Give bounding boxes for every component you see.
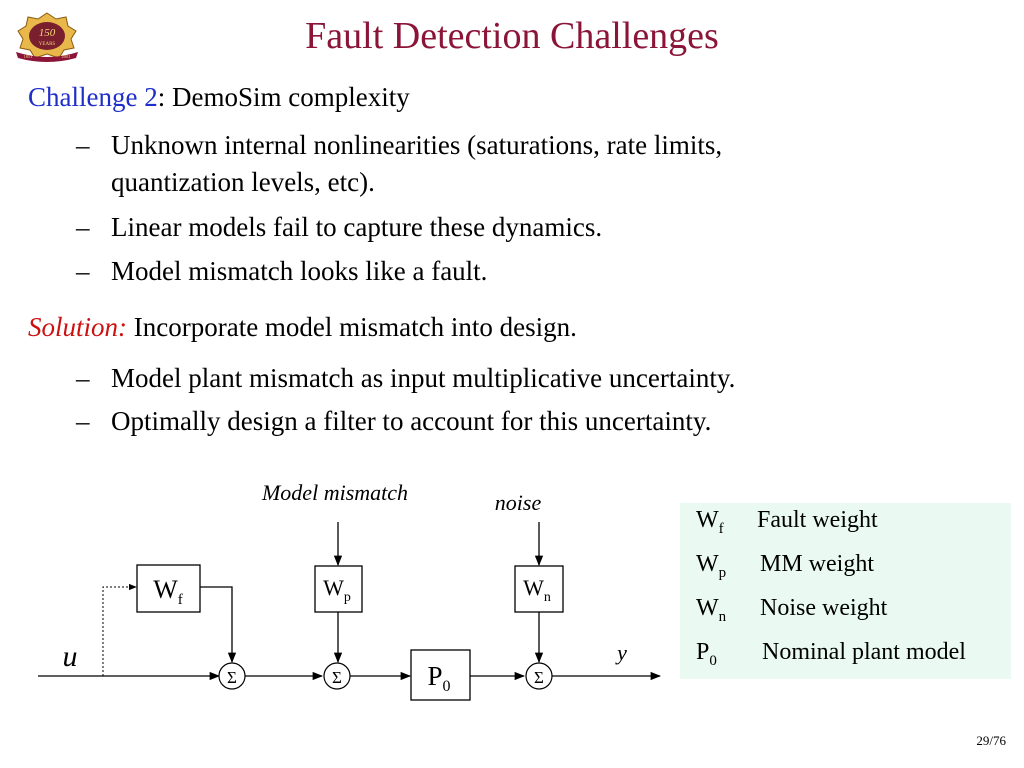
logo-year-right: 2001 <box>62 54 71 59</box>
bullet-dash: – <box>76 406 90 436</box>
logo-word: YEARS <box>39 42 56 47</box>
sum-symbol-1: Σ <box>227 668 237 687</box>
legend-symbol: Wn <box>696 595 727 625</box>
legend-symbol: P0 <box>696 639 717 669</box>
block-wn-label: Wn <box>523 575 551 605</box>
legend-description: Nominal plant model <box>762 639 966 665</box>
bullet-text-continued: quantization levels, etc). <box>111 167 375 197</box>
sum-symbol-2: Σ <box>332 668 342 687</box>
block-p0-label: P0 <box>427 661 450 695</box>
bullet-text: Unknown internal nonlinearities (saturat… <box>111 130 723 160</box>
legend-description: Fault weight <box>757 507 878 533</box>
bullet-dash: – <box>76 212 90 242</box>
solution-text: Incorporate model mismatch into design. <box>127 312 577 342</box>
weights-legend: Wf Fault weight Wp MM weight Wn Noise we… <box>680 503 1011 679</box>
sum-junction-1 <box>218 662 246 690</box>
legend-description: Noise weight <box>760 595 888 621</box>
input-u-label: u <box>63 640 78 673</box>
solution-heading: Solution: Incorporate model mismatch int… <box>28 312 577 343</box>
block-wf <box>136 564 201 613</box>
model-mismatch-label: Model mismatch <box>261 480 408 505</box>
bullet-text: Model plant mismatch as input multiplica… <box>111 363 736 393</box>
block-wn <box>514 565 564 613</box>
bullet-text: Optimally design a filter to account for… <box>111 406 712 436</box>
university-150-years-logo: 150 YEARS 1851 2001 <box>16 12 78 62</box>
logo-year-left: 1851 <box>24 54 33 59</box>
block-wp-label: Wp <box>323 575 351 605</box>
challenge-heading: Challenge 2: DemoSim complexity <box>28 82 410 113</box>
block-diagram: Model mismatch noise u y Wf Wp Wn P0 Σ Σ… <box>38 480 662 701</box>
output-y-label: y <box>615 640 627 665</box>
sum-symbol-3: Σ <box>534 668 544 687</box>
wf-to-sum1-line <box>200 586 237 664</box>
sum-junction-3 <box>525 662 553 690</box>
bullet-dash: – <box>76 130 90 160</box>
block-wf-label: Wf <box>153 575 183 608</box>
logo-numeral: 150 <box>39 27 56 39</box>
bullet-dash: – <box>76 256 90 286</box>
challenge-label: Challenge 2 <box>28 82 158 112</box>
solution-label: Solution: <box>28 312 127 342</box>
noise-label: noise <box>495 490 542 515</box>
page-number: 29/76 <box>976 733 1006 748</box>
sum-junction-2 <box>323 662 351 690</box>
bullet-dash: – <box>76 363 90 393</box>
legend-description: MM weight <box>760 551 874 577</box>
challenge-text: : DemoSim complexity <box>157 82 410 112</box>
block-p0 <box>410 649 471 701</box>
bullet-text: Linear models fail to capture these dyna… <box>111 212 603 242</box>
legend-symbol: Wp <box>696 551 727 581</box>
bullet-text: Model mismatch looks like a fault. <box>111 256 488 286</box>
fault-branch-dotted <box>102 583 137 676</box>
slide-title: Fault Detection Challenges <box>305 15 719 57</box>
legend-symbol: Wf <box>696 507 724 537</box>
